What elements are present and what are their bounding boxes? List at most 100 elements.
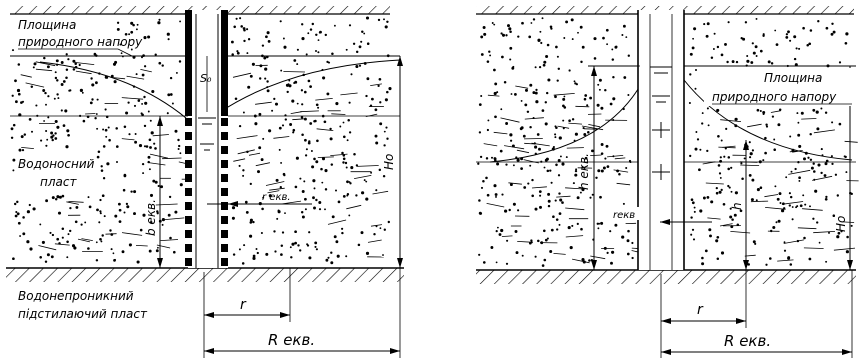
sand-dot	[522, 134, 526, 138]
sand-dot	[537, 38, 541, 42]
sand-dot	[273, 97, 276, 101]
sand-dot	[773, 138, 776, 141]
sand-dot	[293, 81, 296, 85]
flow-line	[566, 147, 584, 149]
sand-dot	[576, 196, 580, 200]
right-impermeable-hatch	[476, 270, 856, 284]
sand-dot	[341, 151, 344, 155]
left-surface-label-bg	[16, 15, 116, 49]
sand-dot	[631, 256, 634, 260]
sand-dot	[265, 252, 269, 256]
sand-dot	[752, 51, 756, 55]
sand-dot	[72, 68, 76, 71]
sand-dot	[625, 166, 628, 170]
sand-dot	[605, 144, 609, 148]
sand-dot	[329, 137, 333, 141]
sand-dot	[588, 259, 591, 262]
sand-dot	[750, 61, 754, 64]
flow-line	[590, 154, 602, 156]
sand-dot	[300, 116, 304, 119]
sand-dot	[252, 256, 256, 260]
sand-dot	[105, 135, 108, 138]
sand-dot	[718, 172, 722, 175]
sand-dot	[119, 43, 122, 46]
sand-dot	[561, 162, 565, 166]
sand-dot	[795, 47, 798, 50]
sand-dot	[748, 173, 752, 177]
sand-dot	[478, 199, 481, 202]
sand-dot	[266, 80, 269, 83]
sand-dot	[692, 238, 696, 241]
sand-dot	[541, 109, 545, 112]
sand-dot	[252, 220, 255, 224]
sand-dot	[238, 124, 242, 128]
sand-dot	[701, 256, 704, 260]
sand-dot	[554, 95, 557, 99]
sand-dot	[704, 249, 708, 253]
flow-line	[85, 113, 96, 115]
sand-dot	[100, 165, 103, 168]
sand-dot	[290, 256, 293, 259]
sand-dot	[813, 170, 816, 173]
sand-dot	[539, 205, 542, 209]
sand-dot	[523, 186, 527, 189]
sand-dot	[289, 246, 292, 249]
sand-dot	[273, 230, 276, 233]
flow-line	[330, 153, 348, 156]
sand-dot	[808, 42, 812, 46]
flow-line	[844, 140, 858, 143]
flow-line	[718, 146, 736, 149]
sand-dot	[581, 188, 585, 192]
sand-dot	[232, 253, 236, 256]
sand-dot	[383, 228, 386, 231]
sand-dot	[816, 221, 819, 224]
sand-dot	[161, 218, 165, 222]
sand-dot	[759, 109, 762, 113]
left-b-arrow-bottom	[157, 258, 163, 268]
sand-dot	[688, 101, 691, 105]
flow-line	[524, 117, 544, 120]
sand-dot	[245, 211, 249, 214]
sand-dot	[333, 235, 337, 239]
sand-dot	[51, 138, 54, 142]
sand-dot	[378, 168, 382, 172]
sand-dot	[555, 163, 558, 167]
sand-dot	[41, 240, 45, 244]
sand-dot	[148, 138, 152, 142]
sand-dot	[54, 132, 57, 135]
sand-dot	[281, 231, 285, 234]
sand-dot	[348, 101, 351, 104]
sand-dot	[296, 102, 299, 105]
flow-line	[616, 182, 631, 186]
sand-dot	[583, 133, 587, 136]
sand-dot	[46, 65, 50, 69]
sand-dot	[538, 190, 542, 193]
sand-dot	[810, 166, 814, 170]
sand-dot	[520, 167, 523, 170]
flow-line	[607, 155, 624, 158]
sand-dot	[609, 102, 613, 106]
sand-dot	[723, 155, 726, 158]
sand-dot	[67, 233, 70, 236]
sand-dot	[537, 239, 540, 243]
screen-slot	[221, 202, 228, 210]
screen-slot	[221, 188, 228, 196]
sand-dot	[315, 50, 317, 52]
sand-dot	[300, 89, 304, 92]
sand-dot	[99, 212, 102, 215]
sand-dot	[267, 39, 271, 43]
sand-dot	[755, 199, 758, 202]
sand-dot	[727, 156, 731, 159]
sand-dot	[383, 18, 385, 21]
sand-dot	[35, 104, 38, 107]
sand-dot	[543, 60, 547, 64]
sand-dot	[56, 93, 59, 96]
sand-dot	[282, 37, 285, 40]
sand-dot	[348, 24, 352, 27]
sand-dot	[79, 88, 83, 92]
sand-dot	[510, 93, 513, 95]
sand-dot	[32, 66, 35, 69]
sand-dot	[315, 198, 318, 202]
sand-dot	[485, 157, 489, 160]
